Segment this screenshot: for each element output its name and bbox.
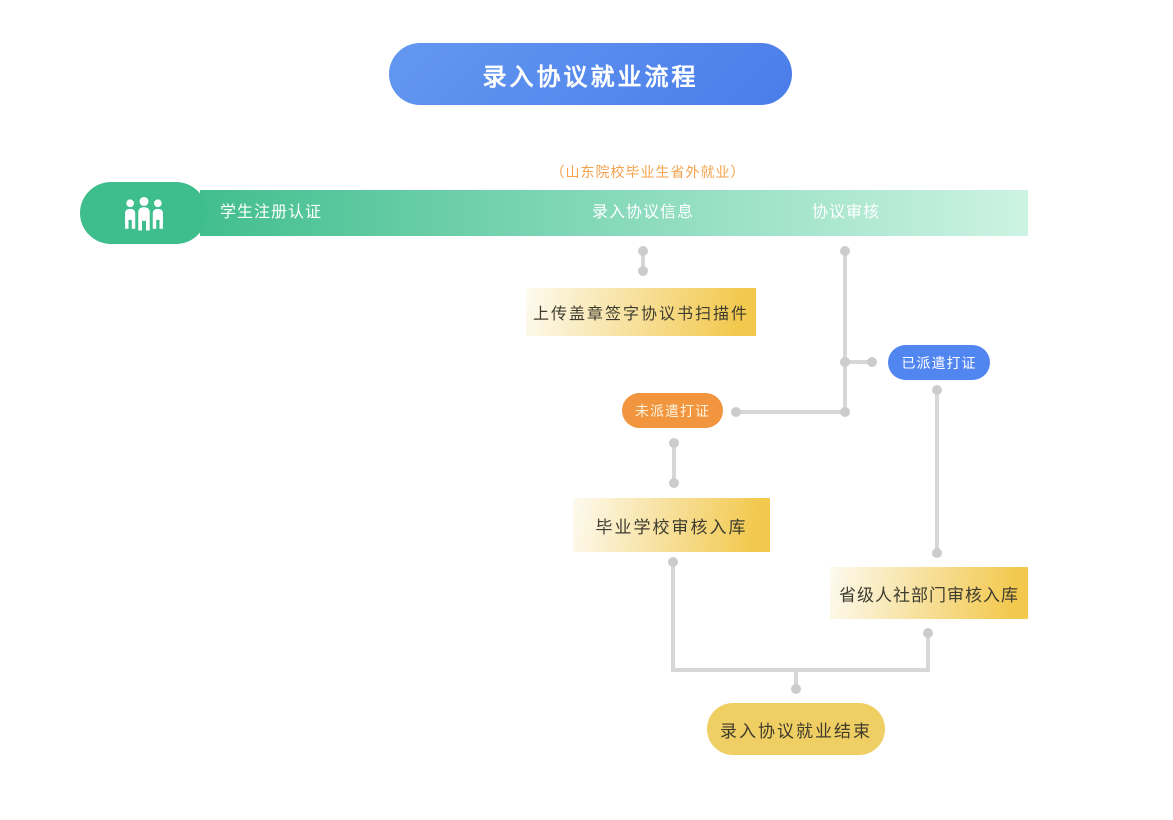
connector-dot	[668, 557, 678, 567]
connector-dot	[840, 246, 850, 256]
connector-dot	[867, 357, 877, 367]
page-title-pill: 录入协议就业流程	[389, 43, 792, 105]
node-dispatched-label: 已派遣打证	[901, 354, 977, 371]
connector-dot	[840, 357, 850, 367]
connector-dot	[932, 385, 942, 395]
node-end: 录入协议就业结束	[707, 703, 885, 755]
node-upload-scan-label: 上传盖章签字协议书扫描件	[532, 306, 749, 323]
page-title: 录入协议就业流程	[482, 63, 699, 91]
stage-bar	[200, 190, 1028, 236]
connector-dot	[731, 407, 741, 417]
connector-dot	[791, 684, 801, 694]
people-group-icon	[124, 196, 163, 231]
connector-dot	[932, 548, 942, 558]
connector-line	[641, 251, 645, 271]
connector-line	[671, 562, 675, 672]
connector-dot	[638, 266, 648, 276]
connector-line	[738, 410, 845, 414]
connector-line	[845, 360, 875, 364]
connector-dot	[840, 407, 850, 417]
connector-dot	[669, 478, 679, 488]
stage-label-student-register: 学生注册认证	[220, 204, 323, 221]
connector-line	[671, 668, 930, 672]
node-not-dispatched: 未派遣打证	[622, 393, 723, 428]
node-dispatched: 已派遣打证	[888, 345, 990, 380]
node-not-dispatched-label: 未派遣打证	[635, 402, 710, 419]
node-upload-scan: 上传盖章签字协议书扫描件	[526, 288, 756, 336]
connector-dot	[669, 438, 679, 448]
connector-dot	[638, 246, 648, 256]
node-provincial-review-label: 省级人社部门审核入库	[839, 585, 1019, 605]
node-provincial-review: 省级人社部门审核入库	[830, 567, 1028, 619]
stage-label-enter-agreement: 录入协议信息	[592, 204, 695, 221]
scope-caption: （山东院校毕业生省外就业）	[550, 164, 746, 180]
connector-line	[926, 635, 930, 672]
connector-line	[935, 390, 939, 553]
connector-line	[672, 443, 676, 483]
stage-icon-pill	[80, 182, 207, 244]
stage-label-agreement-review: 协议审核	[812, 204, 881, 221]
connector-line	[794, 670, 798, 688]
connector-dot	[923, 628, 933, 638]
node-school-review: 毕业学校审核入库	[573, 498, 770, 552]
connector-line	[843, 251, 847, 414]
node-end-label: 录入协议就业结束	[720, 721, 872, 741]
node-school-review-label: 毕业学校审核入库	[595, 517, 748, 537]
